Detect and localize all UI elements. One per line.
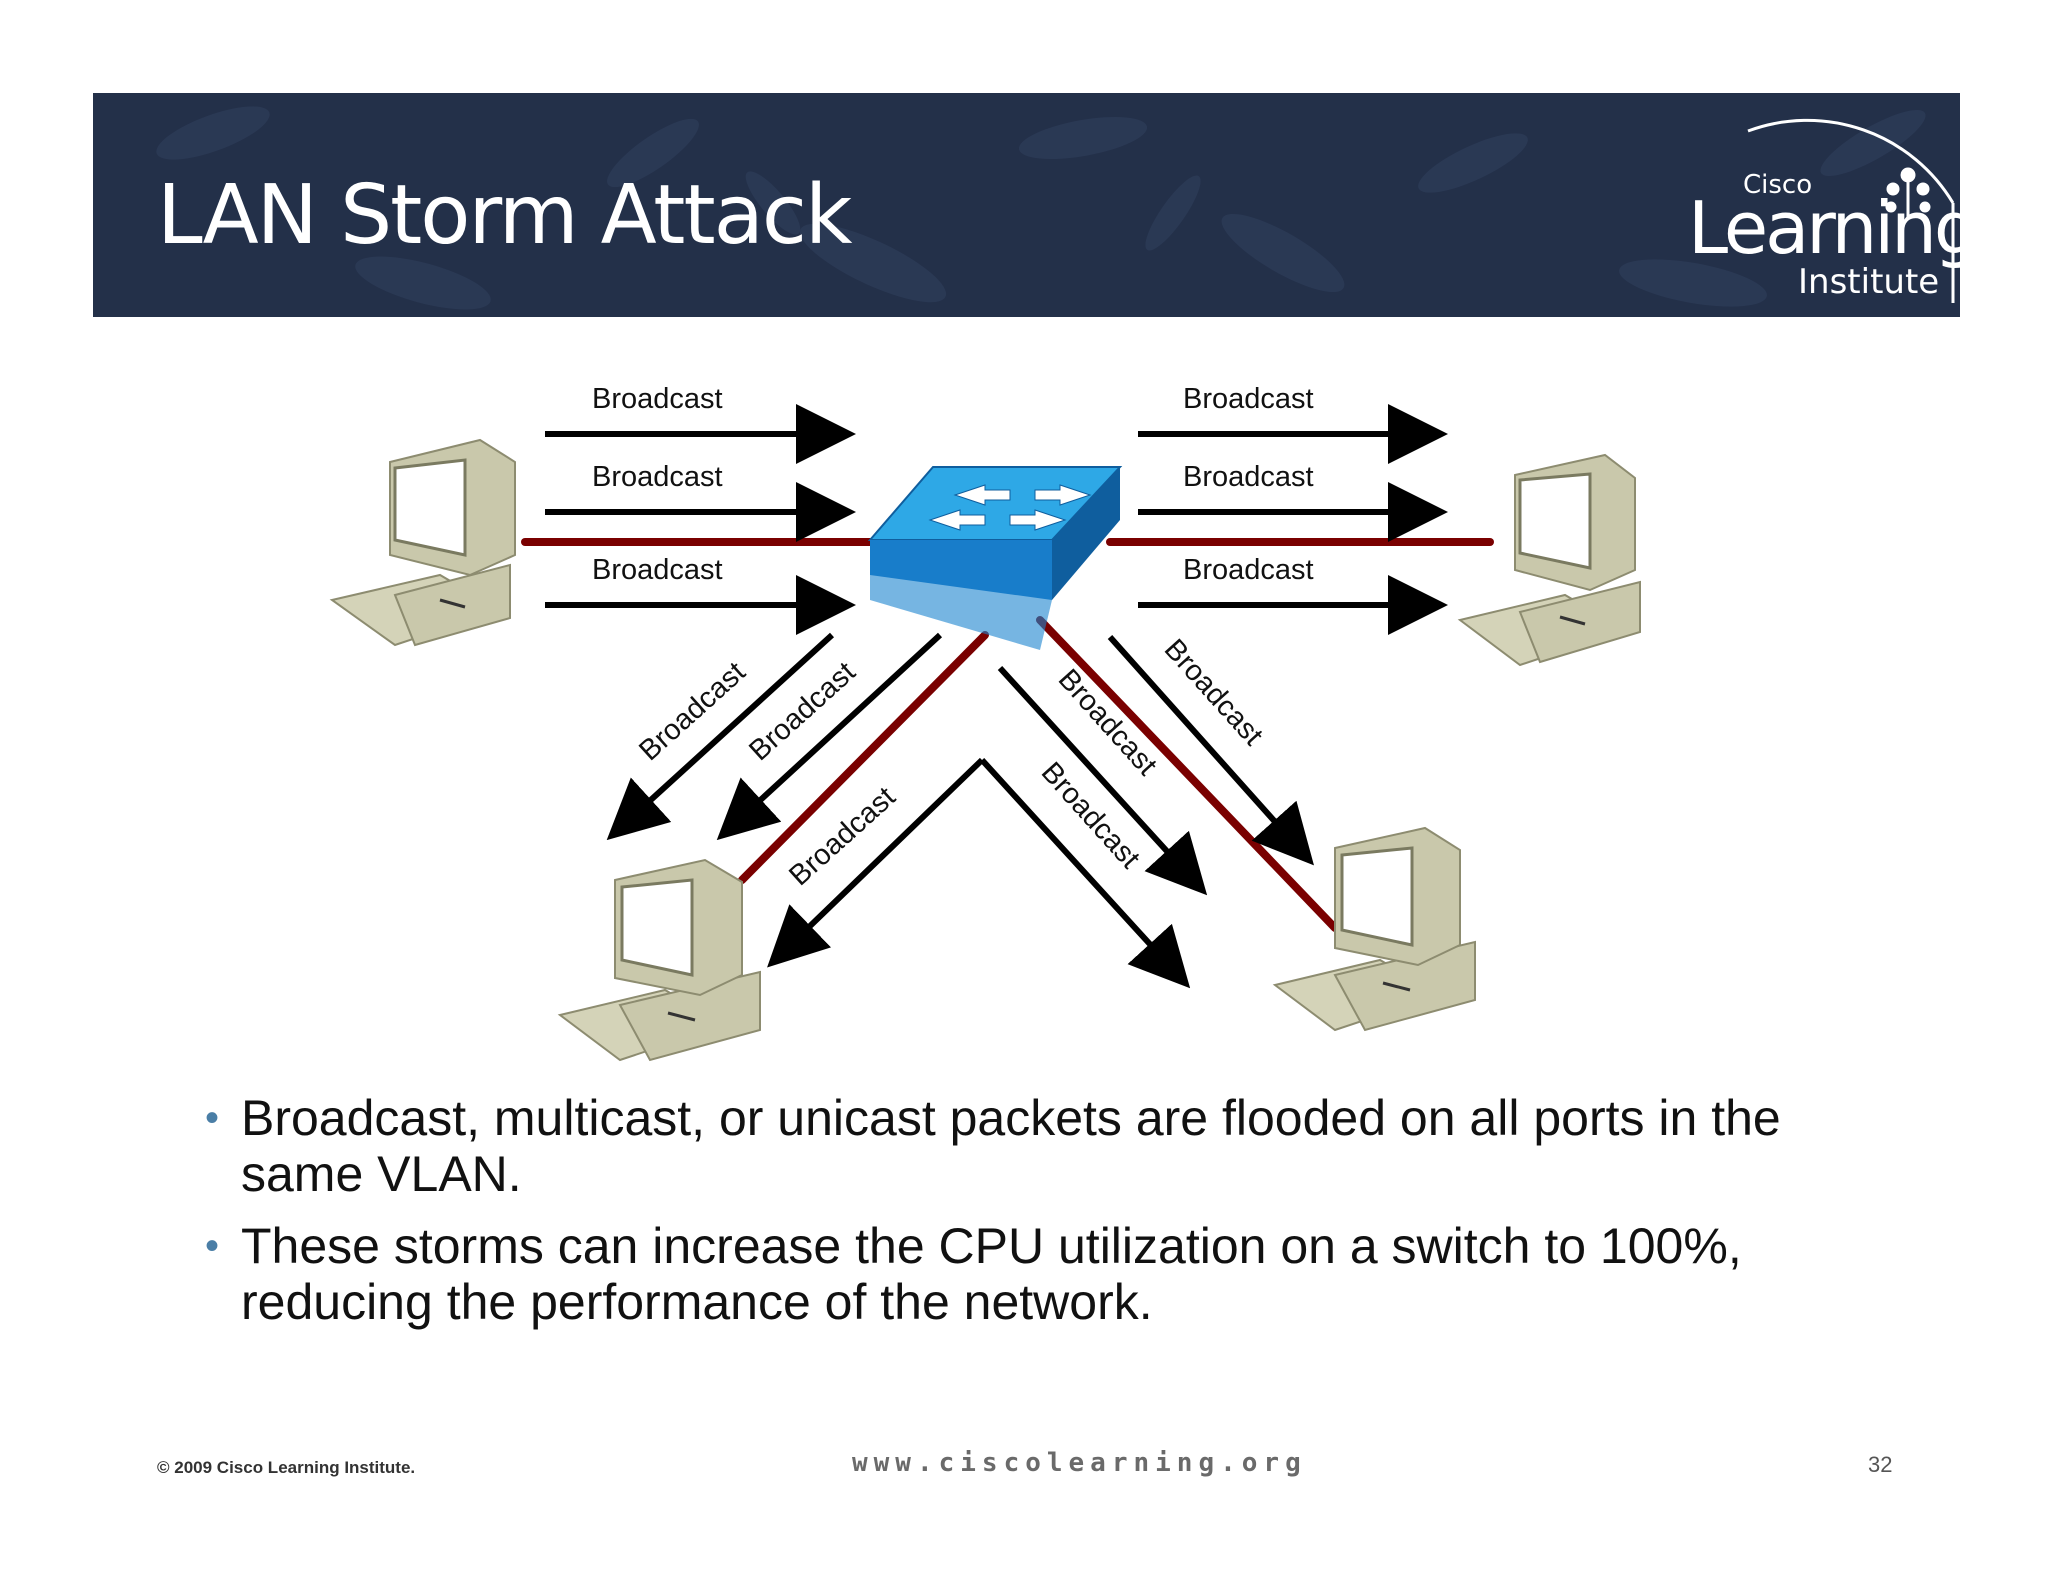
- arrow-down-left-2: [716, 632, 943, 841]
- bullet-item: • These storms can increase the CPU util…: [205, 1218, 1905, 1330]
- label-left-3: Broadcast: [592, 554, 723, 586]
- tree-icon: [1885, 167, 1931, 218]
- network-switch-icon: [867, 466, 1123, 650]
- logo-brand-sub: Institute: [1798, 262, 1939, 302]
- arrow-v-right: [979, 757, 1191, 989]
- network-links: [521, 538, 1494, 932]
- arrow-v-left: [767, 757, 985, 968]
- logo-brand-small: Cisco: [1743, 170, 1812, 200]
- label-down-left-2: Broadcast: [743, 656, 861, 767]
- link-bottom-left-pc: [738, 631, 989, 884]
- bullet-text: Broadcast, multicast, or unicast packets…: [241, 1090, 1781, 1202]
- page-number: 32: [1868, 1452, 1893, 1477]
- footer-url: www.ciscolearning.org: [852, 1448, 1307, 1478]
- slide-header: LAN Storm Attack Cisco Learning Institut…: [93, 93, 1960, 317]
- arrow-down-left-1: [606, 632, 835, 841]
- label-right-3: Broadcast: [1183, 554, 1314, 586]
- label-v-left: Broadcast: [783, 781, 901, 892]
- broadcast-labels: Broadcast Broadcast Broadcast Broadcast …: [592, 383, 1314, 892]
- bullet-dot: •: [205, 1224, 220, 1268]
- label-v-right: Broadcast: [1035, 756, 1146, 874]
- pc-left-icon: [329, 438, 516, 647]
- slide-title: LAN Storm Attack: [157, 168, 852, 263]
- bullet-item: • Broadcast, multicast, or unicast packe…: [205, 1090, 1905, 1202]
- bullet-text: These storms can increase the CPU utiliz…: [241, 1218, 1742, 1330]
- broadcast-arrows: [545, 404, 1448, 989]
- header-texture: [156, 106, 1926, 310]
- bullet-dot: •: [205, 1096, 220, 1140]
- label-right-2: Broadcast: [1183, 461, 1314, 493]
- link-bottom-right-pc: [1036, 616, 1339, 932]
- logo-brand-large: Learning: [1688, 186, 1960, 270]
- label-right-1: Broadcast: [1183, 383, 1314, 415]
- arrow-down-right-2: [1107, 635, 1314, 866]
- cisco-learning-institute-logo: Cisco Learning Institute: [1688, 118, 1960, 303]
- label-down-right-2: Broadcast: [1158, 633, 1269, 751]
- label-left-2: Broadcast: [592, 461, 723, 493]
- pc-bottom-left-icon: [557, 858, 761, 1062]
- bullet-list: • Broadcast, multicast, or unicast packe…: [205, 1090, 1905, 1346]
- pc-right-icon: [1457, 453, 1641, 667]
- arrow-down-right-1: [997, 665, 1208, 896]
- label-down-left-1: Broadcast: [633, 656, 751, 767]
- footer-copyright: © 2009 Cisco Learning Institute.: [157, 1458, 416, 1477]
- label-left-1: Broadcast: [592, 383, 723, 415]
- pc-bottom-right-icon: [1272, 826, 1476, 1032]
- network-diagram: Broadcast Broadcast Broadcast Broadcast …: [329, 383, 1641, 1062]
